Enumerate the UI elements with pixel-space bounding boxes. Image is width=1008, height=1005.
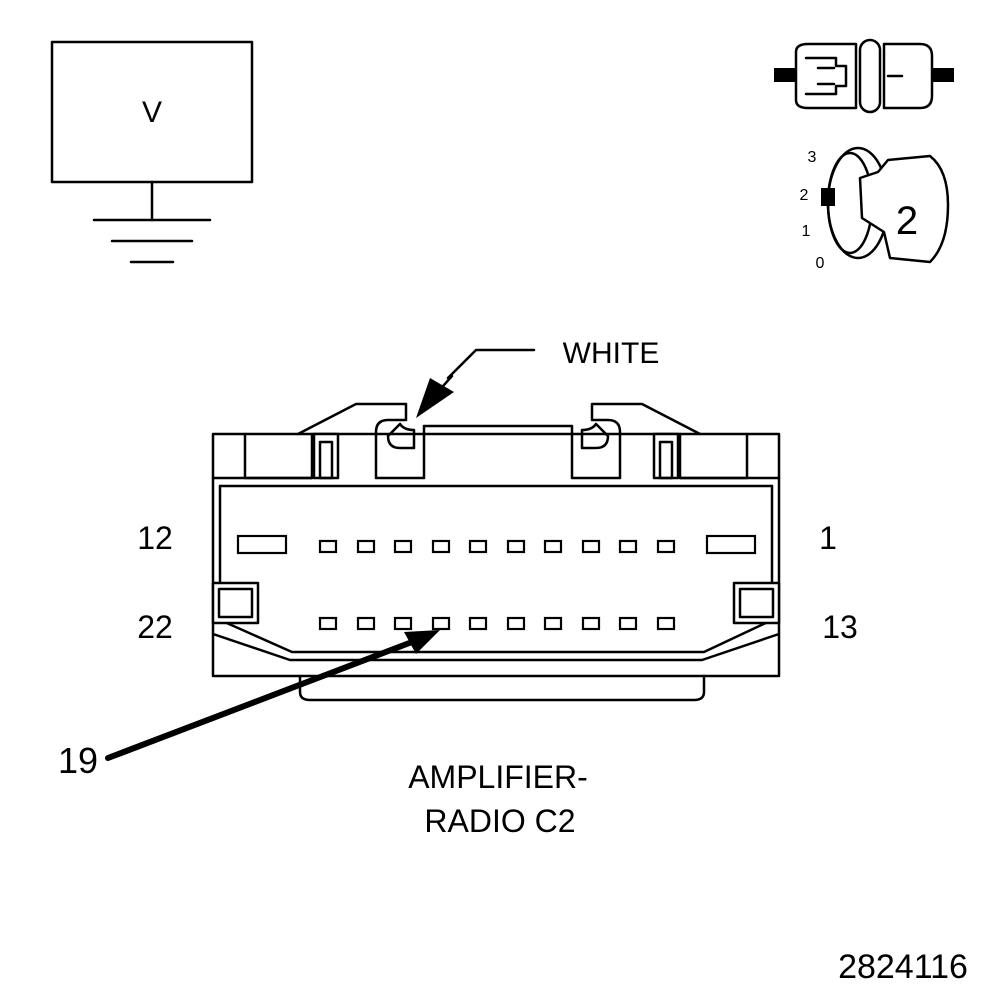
connector-name-line2: RADIO C2 xyxy=(424,803,575,839)
top-pin-cavity-3 xyxy=(393,539,413,554)
ignition-position-marker xyxy=(821,188,835,206)
bottom-pin-cavity-6 xyxy=(506,616,526,631)
ignition-key-label: 2 xyxy=(896,199,918,243)
pin-label-top-left: 12 xyxy=(137,520,173,556)
top-pin-cavity-1 xyxy=(318,539,338,554)
pin-cavity-12 xyxy=(236,534,288,555)
voltmeter-symbol: V xyxy=(50,40,254,264)
bottom-pin-cavity-10 xyxy=(656,616,676,631)
top-pin-cavity-10 xyxy=(656,539,676,554)
ground-icon xyxy=(92,180,212,264)
ignition-key xyxy=(858,154,950,264)
pin-label-top-right: 1 xyxy=(819,520,837,556)
connector-disconnect-icon xyxy=(774,38,954,114)
voltmeter-label: V xyxy=(142,96,162,129)
top-pin-cavity-8 xyxy=(581,539,601,554)
bottom-pin-cavity-2 xyxy=(356,616,376,631)
bottom-pin-cavity-5 xyxy=(468,616,488,631)
top-pin-row xyxy=(236,534,757,555)
connector-housing xyxy=(211,432,781,678)
bottom-pin-cavity-9 xyxy=(618,616,638,631)
figure-id: 2824116 xyxy=(838,948,968,986)
bottom-pin-cavity-3 xyxy=(393,616,413,631)
pin-label-bottom-left: 22 xyxy=(137,609,173,645)
connector-name-line1: AMPLIFIER- xyxy=(408,759,588,795)
pin-callout-arrow xyxy=(404,630,440,654)
top-pin-cavity-2 xyxy=(356,539,376,554)
lock-callout-arrow xyxy=(416,378,454,418)
top-pin-cavity-4 xyxy=(431,539,451,554)
ignition-position-2: 2 xyxy=(800,187,809,204)
bottom-pin-row xyxy=(318,616,676,631)
pin-label-bottom-right: 13 xyxy=(822,609,858,645)
lock-color-label: WHITE xyxy=(563,337,660,370)
top-pin-cavity-7 xyxy=(543,539,563,554)
top-pin-cavity-9 xyxy=(618,539,638,554)
ignition-position-0: 0 xyxy=(816,255,825,272)
ignition-position-3: 3 xyxy=(808,149,817,166)
top-pin-cavity-5 xyxy=(468,539,488,554)
bottom-pin-cavity-7 xyxy=(543,616,563,631)
ignition-position-1: 1 xyxy=(802,223,811,240)
pin-callout-line xyxy=(105,639,415,761)
bottom-pin-cavity-1 xyxy=(318,616,338,631)
top-pin-cavity-6 xyxy=(506,539,526,554)
bottom-pin-cavity-4 xyxy=(431,616,451,631)
ignition-switch-icon: 3 2 1 0 2 xyxy=(800,146,950,272)
pin-callout-label: 19 xyxy=(58,740,98,781)
bottom-pin-cavity-8 xyxy=(581,616,601,631)
connector-face: WHITE xyxy=(58,337,858,839)
pin-cavity-1 xyxy=(705,534,757,555)
